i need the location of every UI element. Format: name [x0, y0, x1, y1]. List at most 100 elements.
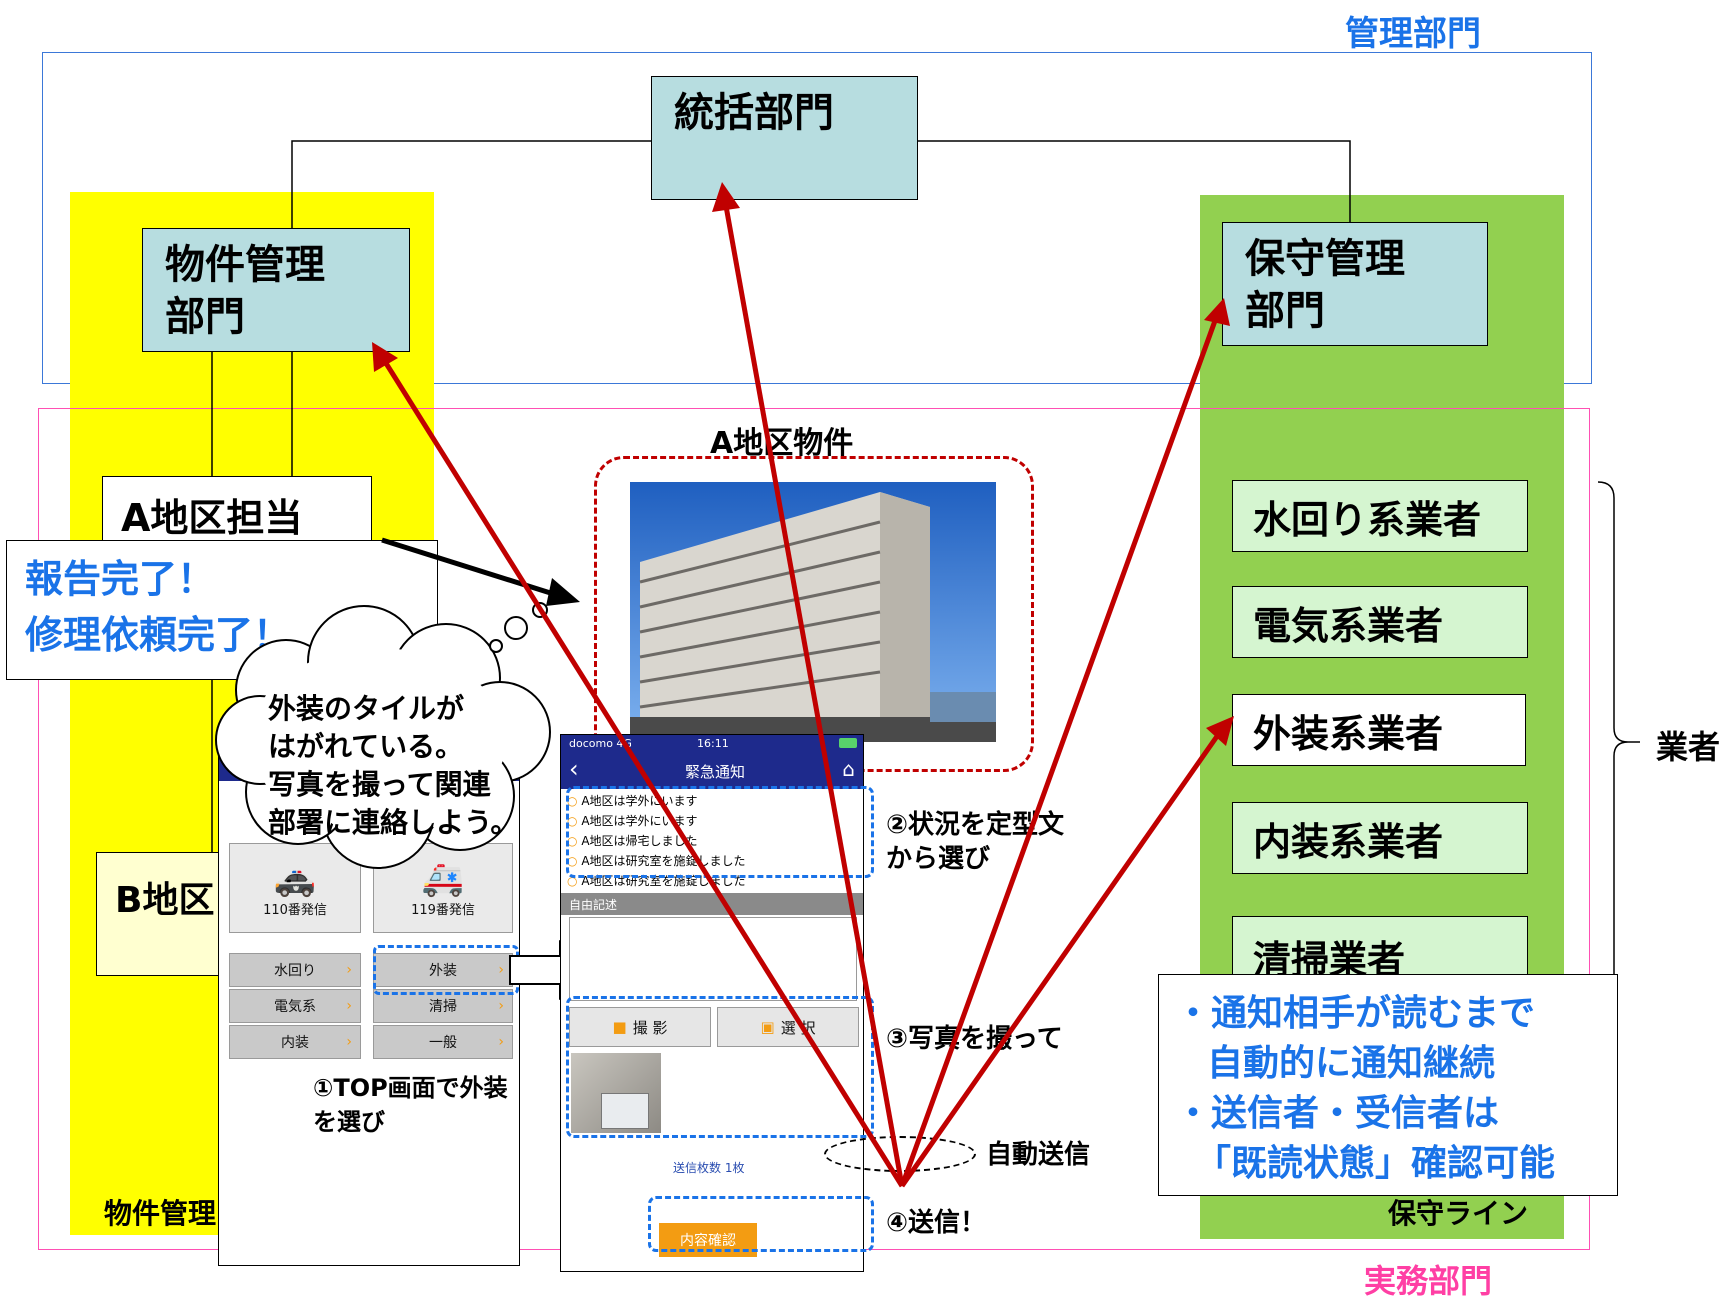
photo-highlight: [566, 996, 874, 1138]
red-arrowhead-hoshu: [1204, 298, 1230, 326]
menu-ippan[interactable]: 一般 ›: [373, 1025, 513, 1059]
chevron-right-icon: ›: [346, 1034, 352, 1050]
radio-icon: ○: [567, 814, 578, 828]
menu-naiso-label: 内装: [281, 1035, 309, 1051]
clock-label: 16:11: [697, 737, 729, 750]
police-car-icon: 🚓: [273, 858, 317, 899]
menu-naiso[interactable]: 内装 ›: [229, 1025, 361, 1059]
connector-tokatsu-hoshu: [918, 140, 1351, 222]
vendor-denki: 電気系業者: [1232, 586, 1528, 658]
confirm-highlight: [648, 1196, 874, 1252]
red-arrow-to-gaiso: [899, 730, 1223, 1188]
select-button[interactable]: ▣選 択: [717, 1007, 859, 1047]
home-icon[interactable]: ⌂: [842, 757, 855, 781]
bukken-line-label: 物件管理: [104, 1197, 217, 1230]
radio-icon: ○: [567, 834, 578, 848]
radio-icon: ○: [567, 794, 578, 808]
shoot-button[interactable]: ■ 撮 影: [569, 1007, 711, 1047]
menu-mizumawari[interactable]: 水回り ›: [229, 953, 361, 987]
building-title: A地区物件: [710, 426, 854, 461]
thought-text: 外装のタイルが はがれている。 写真を撮って関連 部署に連絡しよう。: [268, 692, 519, 839]
vendor-gaiso: 外装系業者: [1232, 694, 1526, 766]
menu-gaiso-label: 外装: [429, 963, 457, 979]
step4-text: ④送信！: [886, 1208, 987, 1238]
template-option[interactable]: ○ A地区は帰宅しました: [567, 831, 857, 851]
notice-line-3: ・送信者・受信者は: [1175, 1093, 1500, 1134]
menu-ippan-label: 一般: [429, 1035, 457, 1051]
camera-icon: ■: [612, 1018, 627, 1036]
free-text-input[interactable]: [569, 917, 857, 1001]
battery-icon: [839, 738, 857, 748]
status-bar: docomo 4G 16:11: [561, 735, 863, 753]
auto-send-text: 自動送信: [986, 1140, 1091, 1170]
chevron-right-icon: ›: [498, 1034, 504, 1050]
attached-photo-thumbnail[interactable]: [571, 1053, 661, 1133]
radio-icon: ○: [567, 874, 578, 888]
template-option-label: A地区は研究室を施錠しました: [581, 854, 746, 868]
template-highlight: [566, 786, 874, 878]
connector-tokatsu-bukken: [291, 140, 651, 228]
chevron-right-icon: ›: [346, 998, 352, 1014]
notice-line-1: ・通知相手が読むまで: [1175, 993, 1536, 1034]
image-icon: ▣: [760, 1018, 775, 1036]
template-option-label: A地区は学外にいます: [581, 794, 698, 808]
bukken-kanri-bumon-box: 物件管理 部門: [142, 228, 410, 352]
back-icon[interactable]: ‹: [569, 755, 579, 783]
shoot-button-label: 撮 影: [632, 1018, 668, 1037]
vendor-seiso: 清掃業者: [1232, 916, 1528, 982]
kanri-bumon-frame: [42, 52, 1592, 384]
template-option[interactable]: ○ A地区は学外にいます: [567, 791, 857, 811]
carrier-label: docomo 4G: [569, 737, 632, 750]
report-to-building-arrow: [381, 537, 561, 599]
report-line-2: 修理依頼完了！: [25, 613, 292, 657]
ambulance-icon: 🚑: [421, 858, 465, 899]
red-arrowhead-bukken: [372, 342, 398, 372]
notice-header: ‹ 緊急通知 ⌂: [561, 753, 863, 789]
template-list: ○ A地区は学外にいます ○ A地区は学外にいます ○ A地区は帰宅しました ○…: [567, 791, 857, 891]
red-arrow-to-hoshu: [899, 317, 1219, 1187]
vendor-mizumawari: 水回り系業者: [1232, 480, 1528, 552]
free-text-label: 自由記述: [561, 893, 863, 915]
hoshu-line-label: 保守ライン: [1388, 1197, 1529, 1230]
report-line-1: 報告完了！: [25, 557, 216, 601]
menu-mizumawari-label: 水回り: [274, 963, 316, 979]
template-option-label: A地区は帰宅しました: [581, 834, 698, 848]
report-to-building-arrowhead: [546, 578, 580, 606]
thought-cloud: [215, 602, 551, 869]
step1-text: ①TOP画面で外装 を選び: [313, 1074, 508, 1136]
menu-denki-label: 電気系: [274, 999, 316, 1015]
template-option[interactable]: ○ A地区は研究室を施錠しました: [567, 851, 857, 871]
photo-count: 送信枚数 1枚: [673, 1161, 745, 1175]
menu-gaiso[interactable]: 外装›: [373, 953, 513, 987]
b-district-box: B地区: [96, 852, 236, 976]
chevron-right-icon: ›: [498, 998, 504, 1014]
b-district-label: B地区: [115, 880, 215, 921]
photo-content: [601, 1093, 649, 1129]
hoshu-kanri-bumon-box: 保守管理 部門: [1222, 222, 1488, 346]
a-district-label: A地区担当: [121, 496, 303, 540]
menu-denki[interactable]: 電気系 ›: [229, 989, 361, 1023]
red-arrowhead-gaiso: [1206, 716, 1234, 746]
tokatsu-bumon-box: 統括部門: [651, 76, 918, 200]
red-arrow-to-tokatsu: [723, 205, 905, 1187]
red-arrow-to-bukken: [381, 358, 905, 1188]
call-110-label: 110番発信: [263, 902, 327, 918]
menu-seiso-label: 清掃: [429, 999, 457, 1015]
notice-title: 緊急通知: [685, 763, 746, 781]
call-119-label: 119番発信: [411, 902, 475, 918]
building-photo: [630, 482, 996, 742]
step3-text: ③写真を撮って: [886, 1024, 1063, 1054]
red-arrowhead-tokatsu: [712, 182, 740, 212]
notice-line-2: 自動的に通知継続: [1207, 1043, 1496, 1084]
call-110-button[interactable]: 🚓 110番発信: [229, 843, 361, 933]
radio-icon: ○: [567, 854, 578, 868]
chevron-right-icon: ›: [346, 962, 352, 978]
vendor-naiso: 内装系業者: [1232, 802, 1528, 874]
gyosha-brace: [1597, 481, 1629, 1028]
notice-callout: ・通知相手が読むまで 自動的に通知継続 ・送信者・受信者は 「既読状態」確認可能: [1158, 974, 1618, 1196]
gyosha-label: 業者: [1656, 728, 1721, 766]
kanri-bumon-label: 管理部門: [1345, 14, 1481, 54]
